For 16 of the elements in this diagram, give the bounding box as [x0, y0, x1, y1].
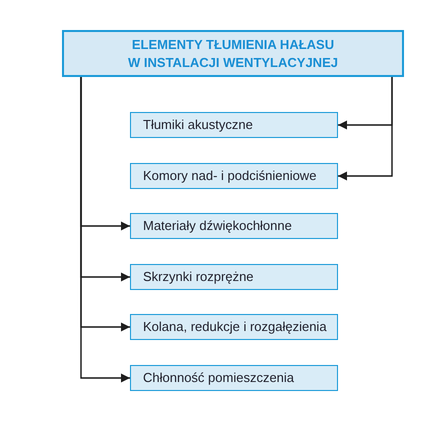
- box-label: Materiały dźwiękochłonne: [143, 218, 292, 234]
- box-label: Chłonność pomieszczenia: [143, 370, 294, 386]
- box-label: Tłumiki akustyczne: [143, 117, 253, 133]
- process-box: [130, 163, 338, 189]
- box-label: Skrzynki rozprężne: [143, 269, 254, 285]
- process-box: [130, 213, 338, 239]
- arrow: [338, 77, 393, 180]
- process-box: [130, 264, 338, 290]
- box-label: Komory nad- i podciśnieniowe: [143, 168, 316, 184]
- box-label: Kolana, redukcje i rozgałęzienia: [143, 319, 327, 335]
- arrow: [80, 77, 130, 382]
- process-box: [130, 365, 338, 391]
- title-text: ELEMENTY TŁUMIENIA HAŁASU W INSTALACJI WENTYLACYJNEJ: [127, 36, 339, 72]
- process-box: [130, 112, 338, 138]
- process-box: [130, 314, 338, 340]
- title-box: [62, 30, 404, 77]
